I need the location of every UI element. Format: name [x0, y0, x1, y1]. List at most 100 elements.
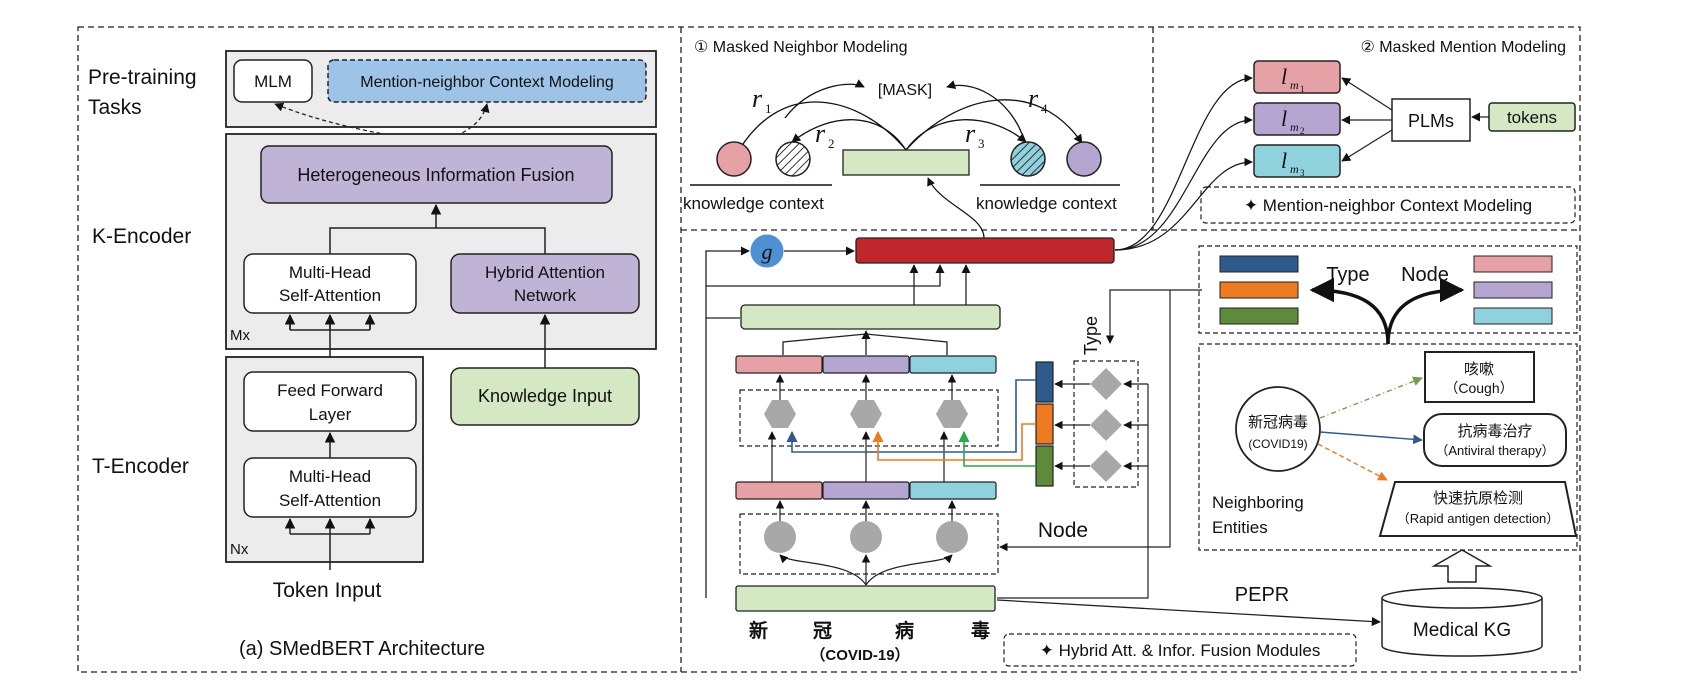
mcm-module-label: ✦ Mention-neighbor Context Modeling	[1244, 196, 1532, 215]
pretraining-label-2: Tasks	[88, 96, 142, 119]
gray-node-2	[850, 521, 882, 553]
node-source-line	[999, 290, 1171, 552]
covid-entity-cn: 新冠病毒	[1248, 413, 1308, 431]
type-node-box	[1198, 245, 1578, 334]
type-diamond-1	[1090, 368, 1122, 400]
rapid-entity-shape	[1378, 481, 1578, 537]
rapid-en: （Rapid antigen detection）	[1397, 511, 1560, 526]
pepr-arrow	[996, 599, 1381, 627]
mlm-box	[233, 59, 313, 103]
hexagon-3	[936, 400, 968, 428]
node-seg-3	[909, 481, 997, 500]
r1-label: r	[752, 84, 763, 113]
medical-kg-body	[1381, 598, 1543, 657]
nx-label: Nx	[230, 541, 249, 558]
rapid-cn: 快速抗原检测	[1433, 489, 1523, 507]
attn-seg-2	[822, 355, 910, 374]
covid-entity-en: (COVID19)	[1248, 437, 1307, 451]
arc-mask-left	[784, 79, 865, 119]
token-input-label: Token Input	[273, 579, 382, 602]
l-m2-sub: 2	[1300, 126, 1305, 136]
r3-label: r	[965, 119, 976, 148]
skip-branch-2	[706, 264, 945, 287]
antiviral-entity-box	[1423, 413, 1567, 467]
r2-sub: 2	[828, 136, 835, 151]
mhsa-k-label-1: Multi-Head	[289, 263, 371, 282]
plms-label: PLMs	[1408, 111, 1454, 131]
char-3: 病	[895, 619, 914, 642]
type-route-blue	[786, 379, 1036, 453]
node-neighbor-3-masked	[1010, 141, 1046, 177]
mcm-module-box	[1200, 186, 1576, 224]
ffn-box	[243, 371, 417, 432]
cough-entity-box	[1424, 351, 1535, 403]
arrow-plms-lm1	[1341, 77, 1393, 111]
kc-right-label: knowledge context	[976, 194, 1117, 213]
mention-embedding	[842, 149, 970, 176]
l-m3-l: l	[1281, 148, 1287, 173]
kc-left-label: knowledge context	[683, 194, 824, 213]
edge-to-cough	[1319, 376, 1423, 419]
node-layer-box	[739, 513, 999, 575]
arc-r2	[791, 119, 907, 151]
attn-seg-1	[735, 355, 823, 374]
type-diamond-2	[1090, 409, 1122, 441]
gate-g-label: g	[762, 239, 773, 264]
neighbor-entities-box	[1198, 343, 1578, 551]
node-neighbor-1	[716, 141, 752, 177]
l-m3-box	[1253, 144, 1341, 178]
type-emb-blue	[1219, 255, 1299, 273]
tokens-label: tokens	[1507, 108, 1557, 127]
mcm-box	[327, 59, 647, 103]
skip-line-to-g	[705, 246, 750, 598]
type-label: Type	[1326, 264, 1369, 286]
r4-sub: 4	[1041, 101, 1048, 116]
mask-label: [MASK]	[878, 82, 932, 99]
r3-sub: 3	[978, 136, 985, 151]
hif-label: Heterogeneous Information Fusion	[297, 165, 574, 185]
plms-box	[1391, 98, 1471, 142]
han-box	[450, 253, 640, 314]
type-feed-line	[997, 384, 1149, 599]
arc-mask-right	[946, 80, 1026, 143]
fan-right	[865, 554, 953, 586]
mhsa-t-label-2: Self-Attention	[279, 491, 381, 510]
type-emb-green	[1219, 307, 1299, 325]
red-output-bar	[855, 237, 1115, 264]
r4-label: r	[1028, 84, 1039, 113]
arc-r4	[905, 99, 1083, 151]
knowledge-input-box	[450, 367, 640, 426]
hexagon-2	[850, 400, 882, 428]
fusion-join-lines	[329, 227, 546, 254]
type-diamond-3	[1090, 450, 1122, 482]
token-embedding-bar	[735, 585, 996, 612]
node-neighbor-2-masked	[775, 141, 811, 177]
mcm-label: Mention-neighbor Context Modeling	[360, 74, 613, 91]
mmm-title: ② Masked Mention Modeling	[1360, 39, 1566, 56]
gray-node-3	[936, 521, 968, 553]
node-seg-2	[822, 481, 910, 500]
nmm-title: ① Masked Neighbor Modeling	[694, 39, 908, 56]
hybrid-module-box	[1003, 633, 1357, 667]
arrow-plms-lm3	[1341, 129, 1393, 162]
t-encoder-label: T-Encoder	[92, 455, 189, 478]
pretraining-label-1: Pre-training	[88, 66, 197, 89]
l-m3-m: m	[1290, 162, 1299, 176]
covid-label: （COVID-19）	[810, 646, 909, 664]
hif-box	[260, 145, 613, 204]
cough-en: （Cough）	[1444, 380, 1513, 396]
hybrid-module-label: ✦ Hybrid Att. & Infor. Fusion Modules	[1040, 641, 1321, 660]
k-encoder-label: K-Encoder	[92, 225, 191, 248]
ffn-label-1: Feed Forward	[277, 381, 383, 400]
r2-label: r	[815, 119, 826, 148]
curve-red-lm3	[1114, 157, 1253, 251]
l-m1-m: m	[1290, 78, 1299, 92]
type-bar-orange	[1035, 403, 1054, 445]
medical-kg-top	[1381, 587, 1543, 609]
hexagon-1	[764, 400, 796, 428]
l-m3-sub: 3	[1300, 168, 1305, 178]
neighboring-label-2: Entities	[1212, 518, 1268, 537]
type-bar-green	[1035, 445, 1054, 487]
